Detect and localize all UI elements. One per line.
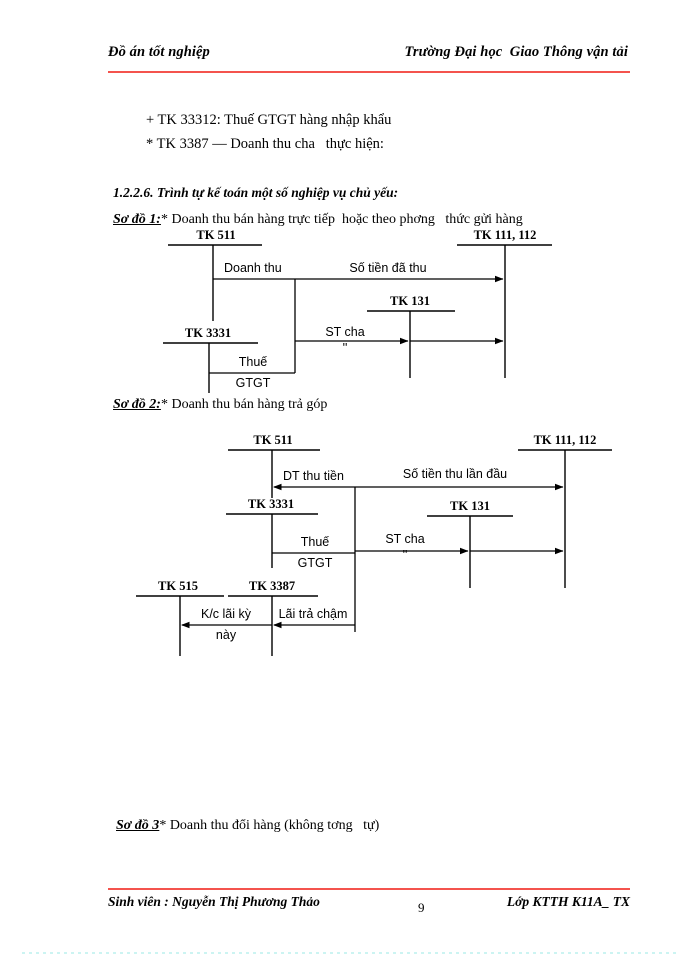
diagram-2-flow-dt-thu-tien-label: DT thu tiền	[283, 469, 344, 483]
diagram-1-account-tk-3331-label: TK 3331	[185, 326, 231, 340]
diagram-2-flow-kc-lai-ky-line2: này	[216, 628, 237, 642]
diagram-1-svg: TK 511 TK 111, 112 Doanh thu Số tiền đã …	[163, 228, 552, 393]
caption-diagram-1-tag: Sơ đồ 1:	[113, 212, 161, 227]
diagram-2-account-tk-3387-label: TK 3387	[249, 579, 295, 593]
section-heading: 1.2.2.6. Trình tự kế toán một số nghiệp …	[113, 185, 399, 200]
diagram-2-flow-st-cha-label: ST cha	[385, 532, 424, 546]
diagram-1-account-tk-131-label: TK 131	[390, 294, 430, 308]
diagram-2-svg: TK 511 TK 111, 112 DT thu tiền Số tiền t…	[136, 433, 612, 656]
diagram-2-account-tk-515-label: TK 515	[158, 579, 198, 593]
footer-row: Sinh viên : Nguyễn Thị Phương Thảo Lớp K…	[108, 894, 630, 910]
diagram-2-flow-kc-lai-ky-line1: K/c lãi kỳ	[201, 607, 252, 621]
diagram-2-flow-st-cha-mark: ''	[403, 548, 408, 562]
caption-diagram-3-text: * Doanh thu đổi hàng (không tơng tự)	[159, 818, 380, 833]
diagram-2-account-tk-3331-label: TK 3331	[248, 497, 294, 511]
page-header: Đồ án tốt nghiệp Trường Đại học Giao Thô…	[108, 44, 630, 84]
caption-diagram-3: Sơ đồ 3* Doanh thu đổi hàng (không tơng …	[116, 818, 379, 834]
header-divider	[108, 71, 630, 73]
diagram-2-installment-sales: TK 511 TK 111, 112 DT thu tiền Số tiền t…	[0, 428, 700, 668]
caption-diagram-1: Sơ đồ 1:* Doanh thu bán hàng trực tiếp h…	[113, 212, 523, 228]
footer-student-name: Sinh viên : Nguyễn Thị Phương Thảo	[108, 894, 320, 909]
diagram-1-flow-thue-label: Thuế	[239, 355, 268, 369]
diagram-2-account-tk-511-label: TK 511	[253, 433, 292, 447]
diagram-1-flow-so-tien-da-thu-label: Số tiền đã thu	[349, 261, 426, 275]
page-number: 9	[418, 900, 425, 915]
diagram-2-flow-lai-tra-cham-label: Lãi trả chậm	[279, 607, 348, 621]
diagram-2-flow-so-tien-thu-lan-dau-label: Số tiền thu lần đầu	[403, 467, 507, 481]
diagram-2-account-tk-131-label: TK 131	[450, 499, 490, 513]
footer-divider	[108, 888, 630, 890]
caption-diagram-2: Sơ đồ 2:* Doanh thu bán hàng trả góp	[113, 397, 327, 413]
diagram-1-flow-doanh-thu-label: Doanh thu	[224, 261, 282, 275]
diagram-1-flow-st-cha-mark: ''	[343, 341, 348, 355]
diagram-2-flow-thue-label: Thuế	[301, 535, 330, 549]
diagram-2-flow-gtgt-label: GTGT	[298, 556, 333, 570]
caption-diagram-2-tag: Sơ đồ 2:	[113, 397, 161, 412]
caption-diagram-1-text: * Doanh thu bán hàng trực tiếp hoặc theo…	[160, 212, 523, 227]
caption-diagram-3-tag: Sơ đồ 3	[116, 818, 160, 833]
bullet-tk-3387: * TK 3387 — Doanh thu cha thực hiện:	[146, 136, 384, 152]
caption-diagram-2-text: * Doanh thu bán hàng trả góp	[160, 397, 328, 412]
header-row: Đồ án tốt nghiệp Trường Đại học Giao Thô…	[108, 44, 630, 61]
bullet-tk-33312: + TK 33312: Thuế GTGT hàng nhập khẩu	[146, 112, 392, 128]
diagram-1-direct-sales: TK 511 TK 111, 112 Doanh thu Số tiền đã …	[0, 228, 700, 398]
header-title-left: Đồ án tốt nghiệp	[108, 44, 210, 60]
header-title-right: Trường Đại học Giao Thông vận tải	[404, 44, 628, 60]
diagram-1-account-tk-111-112-label: TK 111, 112	[474, 228, 537, 242]
diagram-1-account-tk-511-label: TK 511	[196, 228, 235, 242]
diagram-1-flow-gtgt-label: GTGT	[236, 376, 271, 390]
diagram-1-flow-st-cha-label: ST cha	[325, 325, 364, 339]
page-footer: Sinh viên : Nguyễn Thị Phương Thảo Lớp K…	[108, 888, 630, 928]
bottom-decorative-rule	[22, 952, 678, 954]
footer-class: Lớp KTTH K11A_ TX	[506, 894, 630, 909]
diagram-2-account-tk-111-112-label: TK 111, 112	[534, 433, 597, 447]
